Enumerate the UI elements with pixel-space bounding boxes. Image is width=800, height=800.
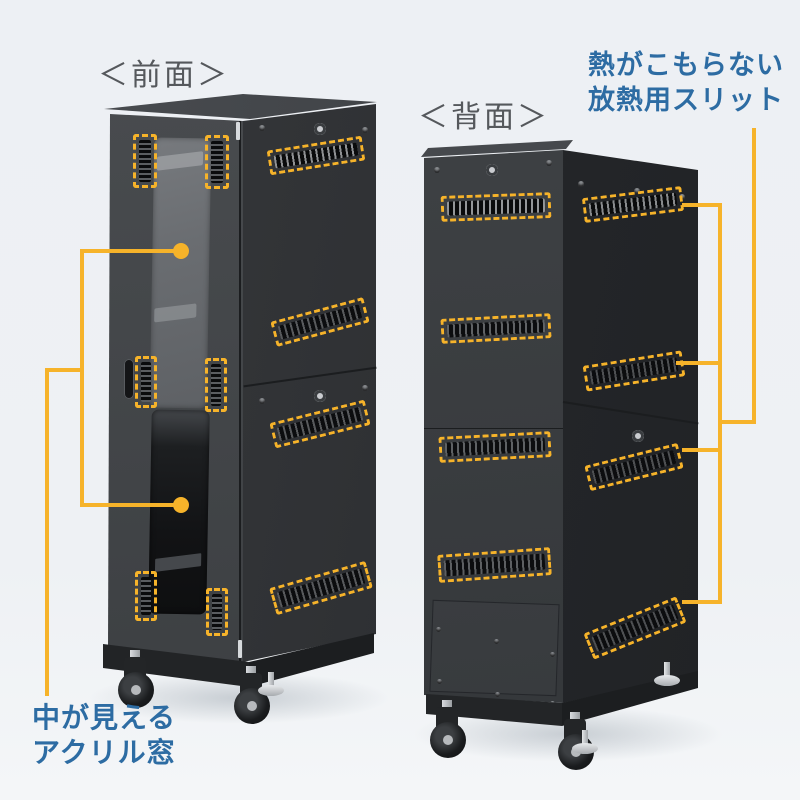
vent-highlight-door-mid-right bbox=[205, 358, 227, 412]
door-hinge-bottom bbox=[238, 640, 242, 658]
acrylic-window-note-line1: 中が見える bbox=[32, 702, 177, 733]
wheel bbox=[430, 722, 466, 758]
callout-line bbox=[80, 249, 178, 253]
heat-slit-note-line1: 熱がこもらない bbox=[588, 50, 784, 80]
callout-line bbox=[80, 249, 84, 507]
callout-line bbox=[45, 368, 49, 696]
caster-stem bbox=[570, 712, 580, 722]
door-hinge-top bbox=[236, 122, 240, 140]
leveling-foot bbox=[258, 672, 284, 702]
callout-line bbox=[80, 503, 178, 507]
caster-wheel bbox=[232, 666, 272, 728]
keyhole bbox=[632, 430, 644, 442]
vent-slats bbox=[141, 577, 151, 615]
callout-line bbox=[682, 600, 722, 604]
vent-highlight-door-mid-left bbox=[135, 356, 157, 408]
wheel bbox=[118, 672, 154, 708]
vent-slats bbox=[212, 594, 222, 630]
back-view-label: ＜背面＞ bbox=[418, 101, 550, 134]
caster-stem bbox=[442, 700, 452, 710]
acrylic-window-note-line2: アクリル窓 bbox=[32, 737, 176, 768]
screw bbox=[495, 692, 500, 697]
wheel-hub bbox=[247, 701, 257, 711]
caster-wheel bbox=[116, 650, 156, 712]
screw bbox=[362, 127, 368, 133]
screw bbox=[259, 398, 265, 404]
screw bbox=[434, 167, 440, 173]
leveling-foot bbox=[572, 730, 598, 760]
heat-slit-note: 熱がこもらない 放熱用スリット bbox=[588, 48, 784, 118]
callout-line bbox=[676, 361, 722, 365]
callout-line bbox=[682, 448, 722, 452]
door-handle bbox=[124, 359, 134, 399]
foot-disc bbox=[572, 743, 598, 754]
vent-highlight-door-bottom-right bbox=[206, 588, 228, 636]
screw bbox=[259, 125, 265, 131]
screw bbox=[362, 385, 368, 391]
callout-line bbox=[718, 203, 722, 604]
door-edge bbox=[239, 121, 241, 661]
screw bbox=[578, 181, 584, 187]
vent-slats bbox=[141, 362, 151, 402]
foot-disc bbox=[258, 685, 284, 696]
vent-slats bbox=[211, 141, 223, 183]
acrylic-window-note: 中が見える アクリル窓 bbox=[32, 700, 176, 770]
callout-line bbox=[682, 203, 722, 207]
heat-slit-note-line2: 放熱用スリット bbox=[588, 85, 784, 115]
screw bbox=[437, 679, 442, 684]
screw bbox=[436, 627, 441, 632]
caster-wheel bbox=[428, 700, 468, 762]
caster-stem bbox=[130, 650, 140, 660]
foot-stem bbox=[582, 730, 588, 746]
vent-highlight-door-top-right bbox=[205, 135, 229, 189]
callout-line bbox=[752, 128, 756, 424]
callout-dot bbox=[173, 497, 189, 513]
screw bbox=[634, 188, 640, 194]
screw bbox=[494, 639, 499, 644]
rear-door-divider bbox=[424, 428, 563, 429]
front-view-label: ＜前面＞ bbox=[98, 59, 230, 92]
callout-dot bbox=[173, 243, 189, 259]
screw bbox=[679, 194, 685, 200]
vent-slats bbox=[211, 364, 221, 406]
vent-slats bbox=[139, 140, 151, 182]
foot-stem bbox=[664, 662, 670, 678]
vent-highlight-door-top-left bbox=[133, 134, 157, 188]
screw bbox=[546, 160, 552, 166]
foot-disc bbox=[654, 675, 680, 686]
callout-line bbox=[718, 420, 756, 424]
screw bbox=[550, 652, 555, 657]
keyhole bbox=[314, 123, 326, 135]
wheel-hub bbox=[131, 685, 141, 695]
keyhole bbox=[486, 164, 498, 176]
wheel-hub bbox=[443, 735, 453, 745]
foot-stem bbox=[268, 672, 274, 688]
keyhole bbox=[314, 390, 326, 402]
leveling-foot bbox=[654, 662, 680, 692]
vent-highlight-door-bottom-left bbox=[135, 571, 157, 621]
callout-line bbox=[45, 368, 84, 372]
caster-stem bbox=[246, 666, 256, 676]
